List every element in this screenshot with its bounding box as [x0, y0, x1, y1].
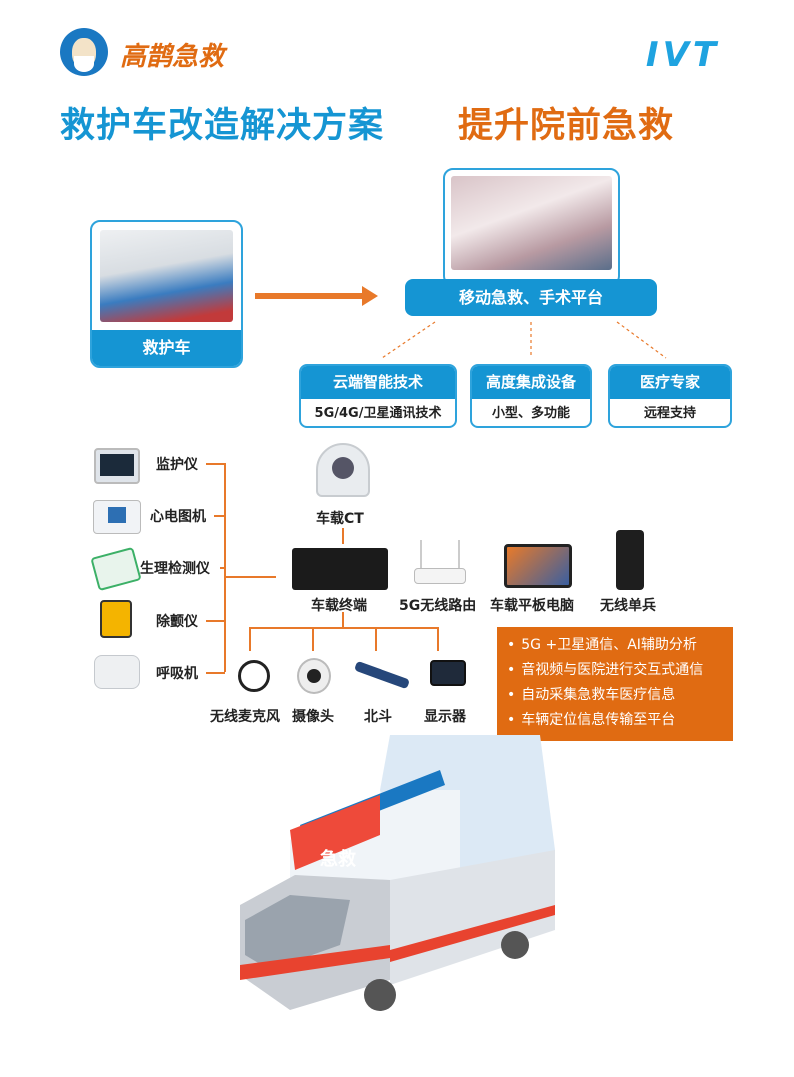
ecg-device-icon	[93, 500, 141, 534]
branch-drop	[375, 627, 377, 651]
feature-card-cloud: 云端智能技术 5G/4G/卫星通讯技术	[299, 364, 457, 428]
title-orange: 提升院前急救	[458, 106, 675, 146]
brand-logo-text: 高鹊急救	[120, 42, 225, 72]
bus-tick	[206, 620, 225, 622]
display-icon	[430, 660, 466, 686]
branch-stem	[342, 612, 344, 628]
radio-icon	[616, 530, 644, 590]
tablet-label: 车载平板电脑	[490, 598, 574, 614]
radio-label: 无线单兵	[600, 598, 656, 614]
device-label-ventilator: 呼吸机	[156, 666, 198, 682]
router-antennas	[420, 540, 460, 568]
bus-tick	[206, 463, 225, 465]
platform-label: 移动急救、手术平台	[405, 279, 657, 316]
ivt-logo-text: IVT	[645, 35, 721, 75]
bus-to-terminal	[224, 576, 276, 578]
router-icon	[414, 568, 466, 584]
branch-drop	[249, 627, 251, 651]
peripheral-label-beidou: 北斗	[364, 709, 392, 725]
benefit-item: 音视频与医院进行交互式通信	[507, 658, 723, 683]
ct-scanner-icon	[316, 443, 370, 497]
device-label-tester: 生理检测仪	[140, 561, 210, 577]
bus-tick	[206, 672, 225, 674]
peripheral-label-camera: 摄像头	[292, 709, 334, 725]
device-bus-vertical	[224, 463, 226, 672]
branch-drop	[437, 627, 439, 651]
satellite-icon	[353, 660, 411, 690]
title-blue: 救护车改造解决方案	[60, 106, 385, 146]
device-label-monitor: 监护仪	[156, 457, 198, 473]
bus-tick	[220, 567, 225, 569]
ct-connector	[342, 528, 344, 544]
monitor-device-icon	[94, 448, 140, 484]
benefit-item: 5G +卫星通信、AI辅助分析	[507, 633, 723, 658]
camera-icon	[297, 658, 331, 694]
benefits-box: 5G +卫星通信、AI辅助分析 音视频与医院进行交互式通信 自动采集急救车医疗信…	[497, 627, 733, 741]
bus-tick	[214, 515, 225, 517]
branch-drop	[312, 627, 314, 651]
ambulance-side-text: 急救	[320, 848, 356, 870]
peripheral-label-display: 显示器	[424, 709, 466, 725]
dashed-connectors	[381, 321, 667, 359]
ambulance-interior-photo	[100, 230, 233, 322]
ambulance-card: 救护车	[90, 220, 243, 368]
connector-1	[381, 321, 436, 359]
microphone-icon	[238, 660, 270, 692]
terminal-label: 车载终端	[311, 598, 367, 614]
branch-horizontal	[249, 627, 439, 629]
ct-label: 车载CT	[316, 511, 364, 527]
peripheral-label-mic: 无线麦克风	[210, 709, 280, 725]
benefit-item: 自动采集急救车医疗信息	[507, 683, 723, 708]
connector-3	[616, 321, 667, 359]
defibrillator-icon	[100, 600, 132, 638]
platform-photo	[451, 176, 612, 270]
ambulance-illustration: 急救	[240, 735, 555, 1011]
feature-card-expert: 医疗专家 远程支持	[608, 364, 732, 428]
ventilator-icon	[94, 655, 140, 689]
device-label-ecg: 心电图机	[150, 509, 206, 525]
arrow-line	[255, 293, 365, 299]
ivt-logo: IVT	[628, 34, 738, 76]
brand-logo: 高鹊急救	[60, 28, 245, 78]
physiological-tester-icon	[90, 546, 142, 592]
tablet-icon	[504, 544, 572, 588]
arrow-right-icon	[362, 286, 378, 306]
doctor-avatar-icon	[60, 28, 108, 76]
platform-card	[443, 168, 620, 286]
device-label-defibrillator: 除颤仪	[156, 614, 198, 630]
ambulance-label: 救护车	[92, 330, 241, 366]
router-label: 5G无线路由	[399, 598, 477, 614]
benefit-item: 车辆定位信息传输至平台	[507, 708, 723, 733]
feature-card-integrated: 高度集成设备 小型、多功能	[470, 364, 592, 428]
vehicle-terminal-icon	[292, 548, 388, 590]
